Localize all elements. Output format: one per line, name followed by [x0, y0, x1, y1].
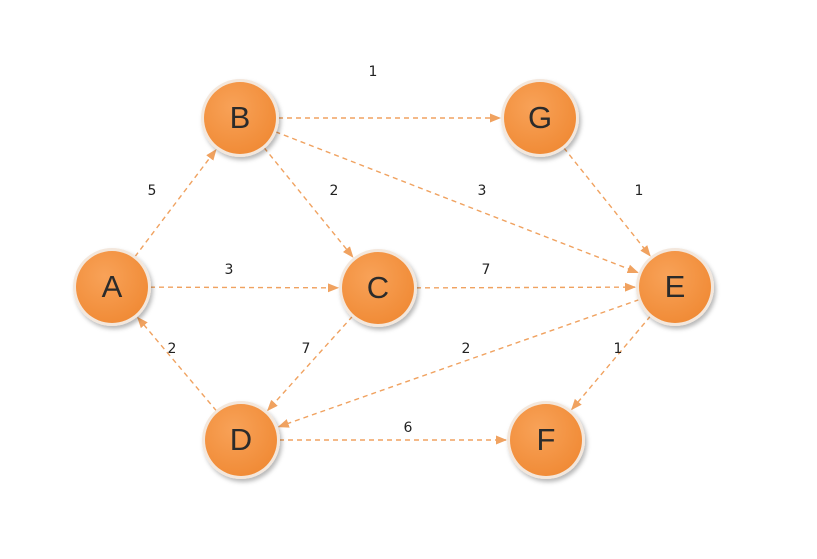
edge-c-e — [415, 282, 637, 292]
node-label: C — [367, 270, 389, 305]
node-label: G — [528, 100, 552, 135]
edge-weight-a-b: 5 — [148, 183, 157, 199]
node-e: E — [636, 248, 714, 326]
edge-e-d — [277, 298, 640, 428]
nodes-layer: A B C D E F G — [73, 79, 714, 479]
node-g: G — [501, 79, 579, 157]
edge-a-b — [134, 148, 217, 258]
edge-d-a — [137, 316, 218, 412]
edge-weight-e-d: 2 — [462, 341, 471, 357]
edge-b-c — [263, 147, 354, 258]
node-c: C — [339, 249, 417, 327]
edge-c-d — [267, 315, 354, 412]
node-a: A — [73, 248, 151, 326]
edge-weight-g-e: 1 — [635, 183, 644, 199]
edge-b-e — [275, 131, 639, 274]
edge-weight-d-f: 6 — [404, 420, 413, 436]
node-circle — [204, 82, 276, 154]
edge-weight-c-d: 7 — [302, 341, 311, 357]
node-circle — [510, 404, 582, 476]
edge-a-c — [149, 283, 340, 293]
edge-weight-b-e: 3 — [478, 183, 487, 199]
edge-weight-b-c: 2 — [330, 183, 339, 199]
node-circle — [504, 82, 576, 154]
edge-weight-e-f: 1 — [614, 341, 623, 357]
node-circle — [342, 252, 414, 324]
edge-weight-b-g: 1 — [369, 64, 378, 80]
node-label: F — [537, 422, 556, 457]
node-label: D — [230, 422, 252, 457]
edge-weights-layer: 5 3 1 2 3 1 7 7 2 2 1 6 — [148, 64, 644, 436]
node-label: A — [102, 269, 123, 304]
node-circle — [205, 404, 277, 476]
edges-layer — [134, 113, 652, 445]
node-b: B — [201, 79, 279, 157]
node-label: E — [665, 269, 686, 304]
node-label: B — [230, 100, 251, 135]
edge-weight-a-c: 3 — [225, 262, 234, 278]
node-circle — [639, 251, 711, 323]
edge-weight-c-e: 7 — [482, 262, 491, 278]
node-f: F — [507, 401, 585, 479]
node-circle — [76, 251, 148, 323]
edge-e-f — [571, 315, 652, 411]
edge-weight-d-a: 2 — [168, 341, 177, 357]
edge-g-e — [563, 147, 651, 257]
node-d: D — [202, 401, 280, 479]
